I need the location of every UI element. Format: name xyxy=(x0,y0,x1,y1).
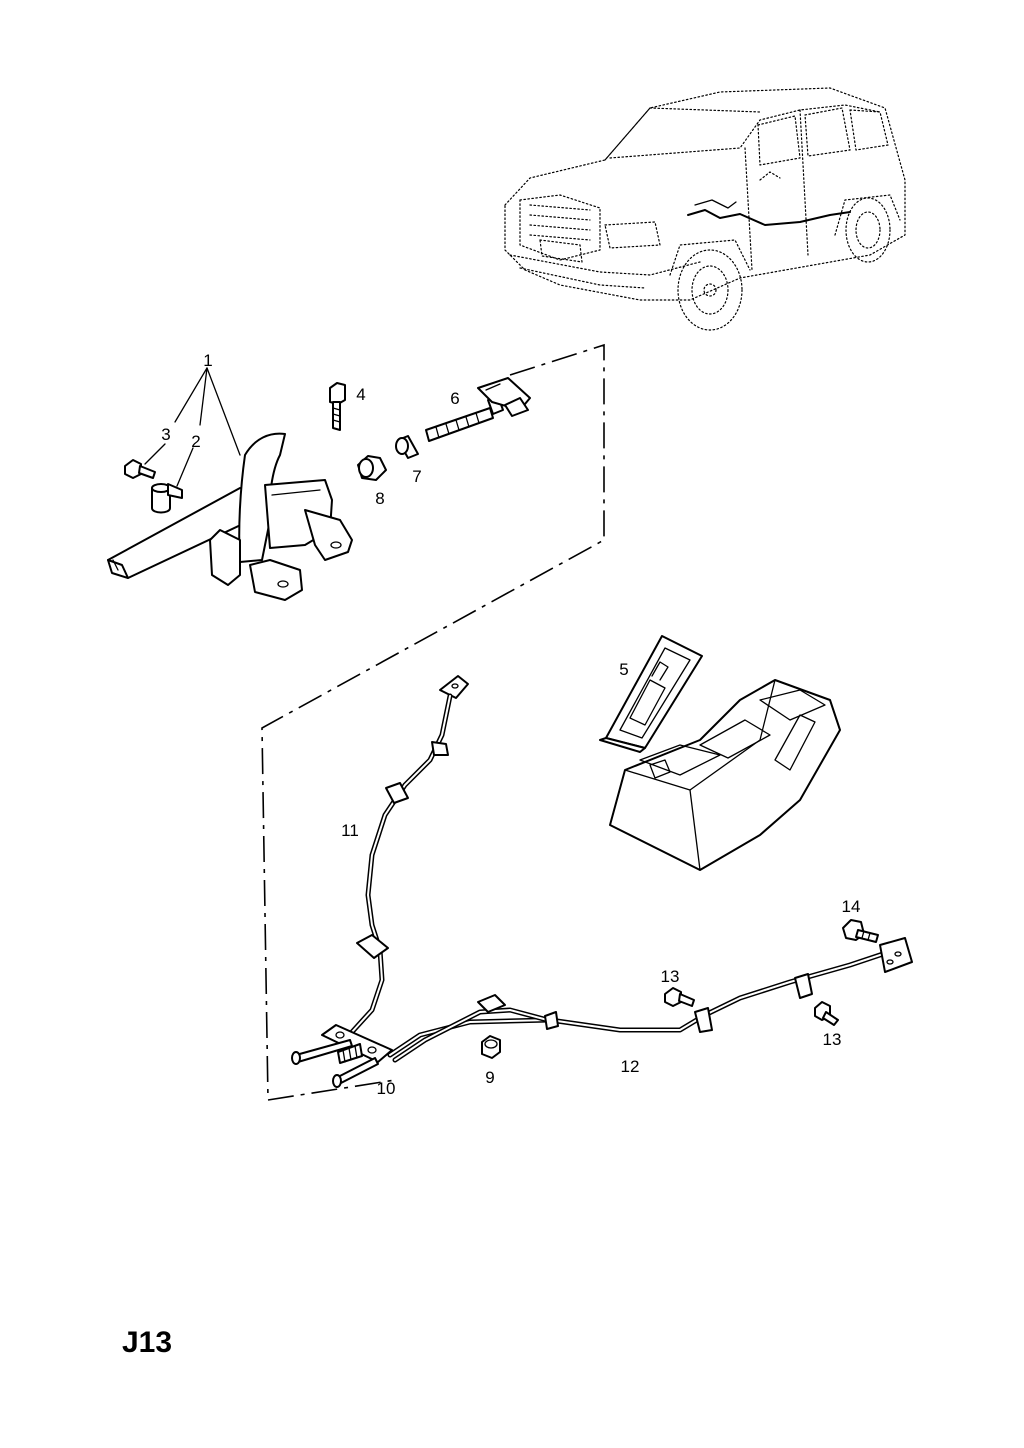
center-console xyxy=(609,679,841,871)
lever-clip xyxy=(151,483,183,514)
assembly-boundary xyxy=(261,343,605,1101)
callout-10: 10 xyxy=(377,1079,396,1098)
callout-5: 5 xyxy=(619,660,628,679)
adjuster-rod-6 xyxy=(425,377,531,442)
vehicle-illustration xyxy=(504,87,906,331)
callout-6: 6 xyxy=(450,389,459,408)
callout-4: 4 xyxy=(356,385,365,404)
bolt-13-upper xyxy=(664,987,695,1007)
diagram-code: J13 xyxy=(122,1326,172,1359)
equalizer-10 xyxy=(291,1024,393,1088)
lever-bolt xyxy=(124,459,156,479)
lever-boot-5 xyxy=(599,635,703,753)
bushing-7 xyxy=(395,435,419,459)
bolt-4 xyxy=(329,382,346,431)
bolt-13-lower xyxy=(814,1001,839,1026)
callout-8: 8 xyxy=(375,489,384,508)
callout-labels: 1 2 3 4 5 6 7 8 9 10 11 12 13 13 14 xyxy=(161,351,860,1098)
parking-brake-lever xyxy=(107,432,353,601)
callout-1: 1 xyxy=(203,351,212,370)
callout-leaders-1-2-3 xyxy=(144,367,241,487)
callout-3: 3 xyxy=(161,425,170,444)
rear-cable-12 xyxy=(387,937,913,1063)
front-cable-11 xyxy=(349,675,469,1035)
callout-13-upper: 13 xyxy=(661,967,680,986)
callout-2: 2 xyxy=(191,432,200,451)
callout-12: 12 xyxy=(621,1057,640,1076)
callout-14: 14 xyxy=(842,897,861,916)
nut-8 xyxy=(357,455,387,481)
callout-13-lower: 13 xyxy=(823,1030,842,1049)
bolt-14 xyxy=(842,919,879,943)
callout-11: 11 xyxy=(341,821,359,840)
callout-7: 7 xyxy=(412,467,421,486)
callout-9: 9 xyxy=(485,1068,494,1087)
nut-9 xyxy=(481,1035,501,1059)
